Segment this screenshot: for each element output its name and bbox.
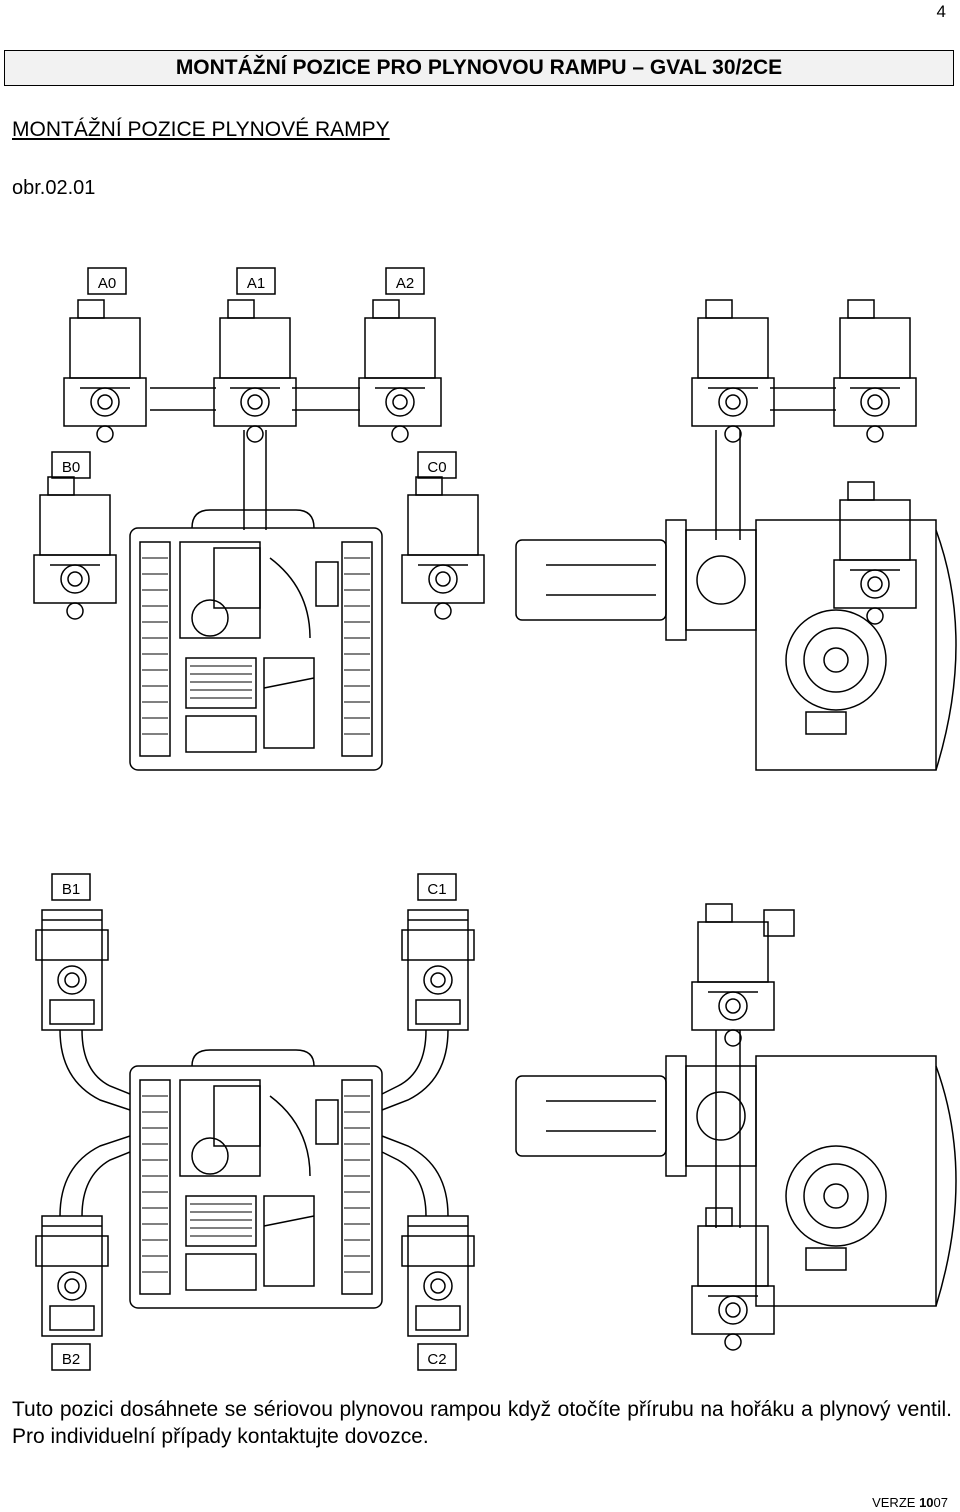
version-prefix: VERZE — [872, 1495, 916, 1510]
svg-text:C0: C0 — [427, 459, 446, 476]
svg-text:B1: B1 — [62, 881, 80, 898]
svg-text:A0: A0 — [98, 275, 116, 292]
position-label-a2: A2 — [385, 267, 425, 295]
svg-text:A2: A2 — [396, 275, 414, 292]
position-label-a0: A0 — [87, 267, 127, 295]
page-number: 4 — [936, 2, 946, 21]
position-label-a1: A1 — [236, 267, 276, 295]
page-title-text: MONTÁŽNÍ POZICE PRO PLYNOVOU RAMPU – GVA… — [175, 56, 783, 79]
position-label-c2: C2 — [417, 1343, 457, 1371]
bottom-left-assembly — [35, 909, 475, 1337]
svg-text:C2: C2 — [427, 1351, 446, 1368]
position-label-c1: C1 — [417, 873, 457, 901]
position-label-c0: C0 — [417, 451, 457, 479]
version-minor: 07 — [933, 1495, 948, 1510]
top-right-assembly — [515, 299, 957, 771]
top-left-assembly — [33, 299, 485, 771]
page-title: MONTÁŽNÍ POZICE PRO PLYNOVOU RAMPU – GVA… — [4, 50, 954, 86]
svg-text:B2: B2 — [62, 1351, 80, 1368]
position-label-b2: B2 — [51, 1343, 91, 1371]
section-subtitle: MONTÁŽNÍ POZICE PLYNOVÉ RAMPY — [12, 118, 390, 141]
svg-text:A1: A1 — [247, 275, 265, 292]
figure-reference: obr.02.01 — [12, 177, 96, 199]
version-major: 10 — [919, 1495, 934, 1510]
svg-text:B0: B0 — [62, 459, 80, 476]
position-label-b1: B1 — [51, 873, 91, 901]
version-footer: VERZE 1007 — [872, 1495, 948, 1510]
bottom-right-assembly — [515, 903, 957, 1351]
caption-text: Tuto pozici dosáhnete se sériovou plynov… — [12, 1398, 952, 1448]
svg-text:C1: C1 — [427, 881, 446, 898]
position-label-b0: B0 — [51, 451, 91, 479]
